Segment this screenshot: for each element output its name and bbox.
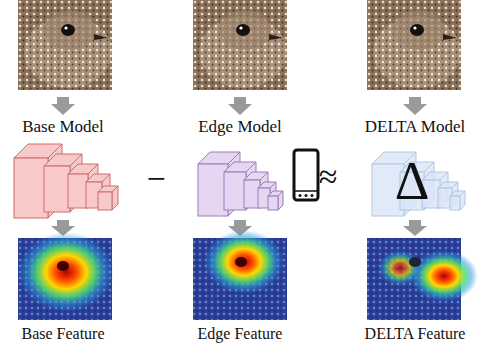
feature-label: DELTA Feature <box>365 325 466 343</box>
feature-heatmap <box>193 230 287 320</box>
phone-icon <box>294 150 318 200</box>
layer-block <box>268 191 283 210</box>
model-label: DELTA Model <box>365 118 465 137</box>
layer-block <box>450 191 465 210</box>
model-label: Base Model <box>22 118 104 137</box>
feature-label: Edge Feature <box>198 325 283 343</box>
layer-block <box>98 186 118 210</box>
model-label: Edge Model <box>198 118 282 137</box>
delta-symbol: Δ <box>395 152 430 211</box>
input-photo <box>193 0 287 90</box>
operator-symbol: ≈ <box>319 158 338 195</box>
feature-heatmap <box>367 238 478 320</box>
input-photo <box>367 0 461 90</box>
feature-label: Base Feature <box>21 325 104 343</box>
input-photo <box>18 0 112 90</box>
operator-symbol: − <box>146 160 165 197</box>
feature-heatmap <box>18 232 114 320</box>
